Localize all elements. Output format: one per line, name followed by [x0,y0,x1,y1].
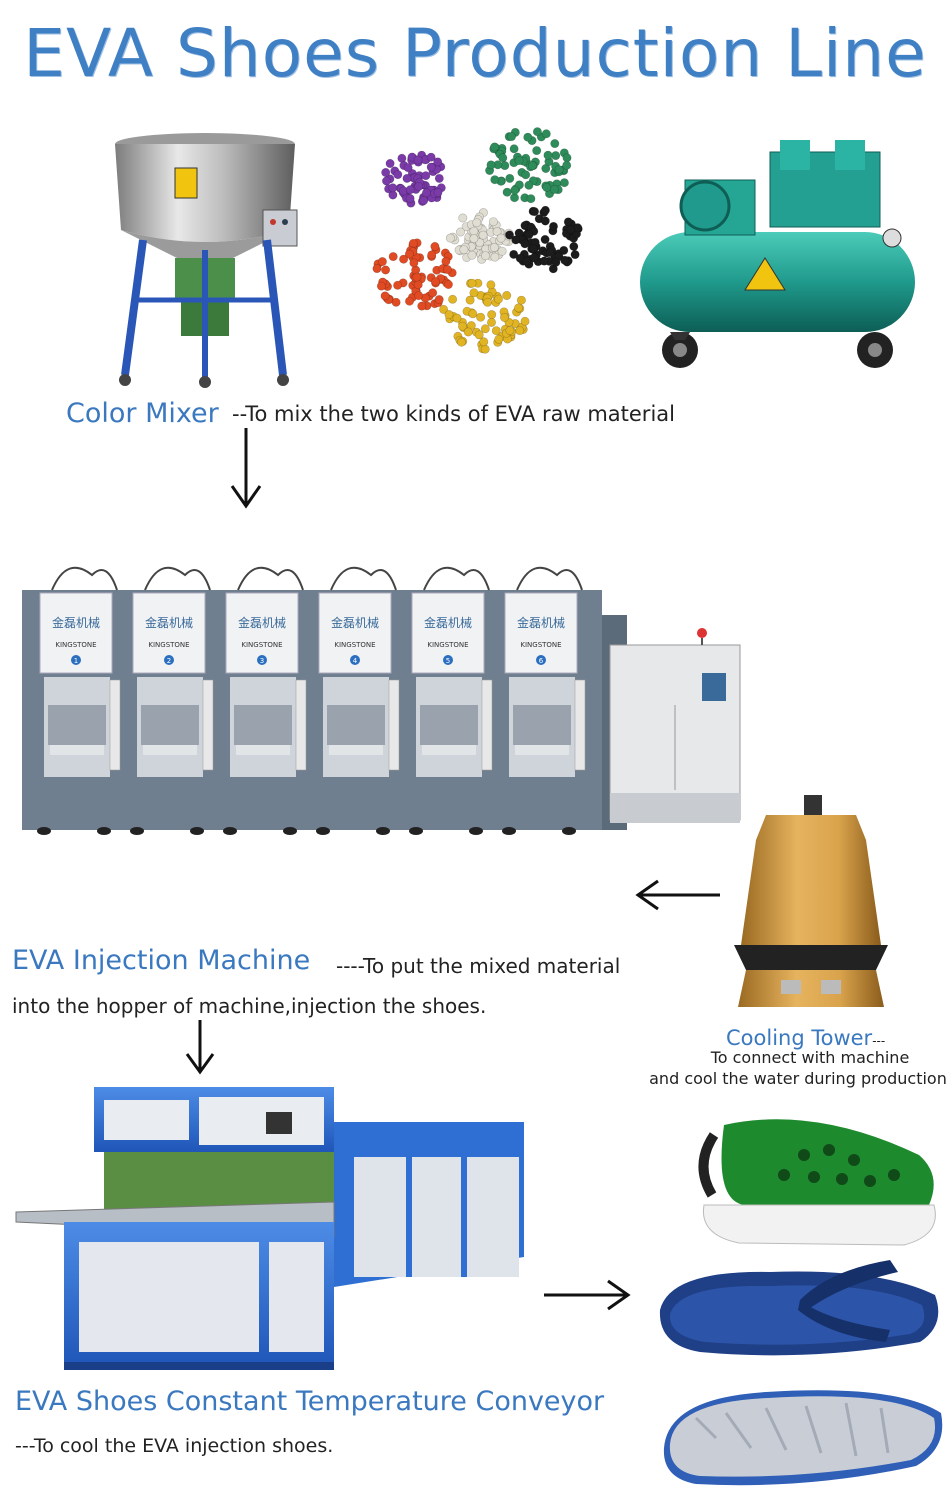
injection-station: 金磊机械 KINGSTONE 1 [39,566,121,777]
eva-pellets-image [372,127,583,354]
injection-machine-description-line2: into the hopper of machine,injection the… [12,994,487,1018]
cooling-tower-heading-row: Cooling Tower--- [726,1022,885,1054]
cooling-tower-description-line1: To connect with machine [710,1048,910,1067]
svg-text:KINGSTONE: KINGSTONE [334,641,375,649]
pellet-pile [485,127,572,204]
injection-station: 金磊机械 KINGSTONE 6 [504,566,586,777]
conveyor-description: ---To cool the EVA injection shoes. [15,1435,334,1457]
svg-text:金磊机械: 金磊机械 [517,615,565,630]
svg-text:4: 4 [353,657,358,665]
eva-flip-flop-image [659,1260,939,1356]
cooling-tower-heading-suffix: --- [872,1034,886,1048]
svg-text:KINGSTONE: KINGSTONE [241,641,282,649]
svg-text:KINGSTONE: KINGSTONE [520,641,561,649]
color-mixer-image [115,133,298,388]
eva-shoe-sole-image [663,1390,943,1486]
svg-text:金磊机械: 金磊机械 [145,615,193,630]
cooling-tower-image [734,795,888,1007]
injection-station: 金磊机械 KINGSTONE 3 [225,566,307,777]
eva-clog-image [698,1119,936,1246]
svg-text:5: 5 [446,657,450,665]
svg-text:金磊机械: 金磊机械 [52,615,100,630]
svg-text:KINGSTONE: KINGSTONE [427,641,468,649]
injection-station: 金磊机械 KINGSTONE 2 [132,566,214,777]
arrow-right-icon [544,1279,631,1311]
svg-text:KINGSTONE: KINGSTONE [148,641,189,649]
injection-station: 金磊机械 KINGSTONE 4 [318,566,400,777]
pellet-pile [381,150,446,208]
arrow-down-icon [230,428,262,509]
injection-machine-heading: EVA Injection Machine [12,945,311,976]
injection-machine-description-line1: ----To put the mixed material [336,954,621,978]
pellet-pile [505,205,583,274]
page-title: EVA Shoes Production Line [23,15,927,92]
cooling-tower-heading: Cooling Tower [726,1026,873,1050]
injection-station: 金磊机械 KINGSTONE 5 [411,566,493,777]
constant-temperature-conveyor-image [15,1087,524,1370]
svg-text:金磊机械: 金磊机械 [238,615,286,630]
svg-text:2: 2 [167,657,171,665]
color-mixer-heading: Color Mixer [66,398,219,429]
svg-text:金磊机械: 金磊机械 [424,615,472,630]
svg-text:KINGSTONE: KINGSTONE [55,641,96,649]
cooling-tower-description-line2: and cool the water during production [649,1069,947,1088]
svg-text:1: 1 [74,657,78,665]
svg-text:金磊机械: 金磊机械 [331,615,379,630]
pellet-pile [439,278,530,354]
pellet-pile [445,208,514,264]
arrow-left-icon [635,879,720,911]
conveyor-heading: EVA Shoes Constant Temperature Conveyor [15,1386,605,1417]
air-compressor-image [640,140,915,368]
arrow-down-icon [185,1020,215,1075]
pellet-pile [372,238,457,311]
eva-injection-machine-image: 金磊机械 KINGSTONE 1 金磊机械 KINGSTONE 2 金磊机械 KINGSTON… [22,566,741,835]
svg-text:3: 3 [260,657,264,665]
svg-text:6: 6 [539,657,544,665]
color-mixer-description: --To mix the two kinds of EVA raw materi… [232,402,675,426]
